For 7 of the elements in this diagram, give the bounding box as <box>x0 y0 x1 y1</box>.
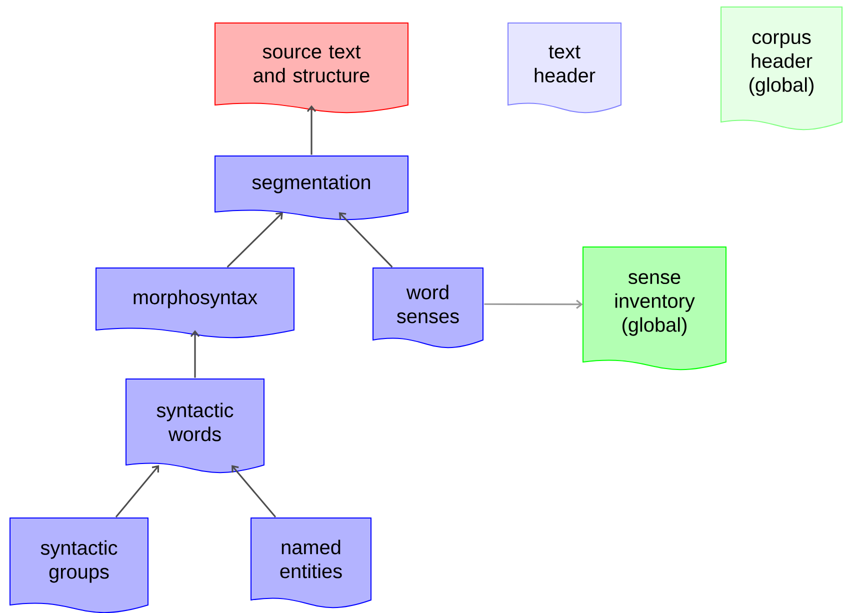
arrow <box>232 465 276 518</box>
arrow <box>190 330 200 378</box>
arrow <box>306 105 316 155</box>
arrow <box>484 300 583 309</box>
arrow <box>226 212 283 268</box>
arrow <box>115 465 160 518</box>
arrow <box>338 212 393 268</box>
